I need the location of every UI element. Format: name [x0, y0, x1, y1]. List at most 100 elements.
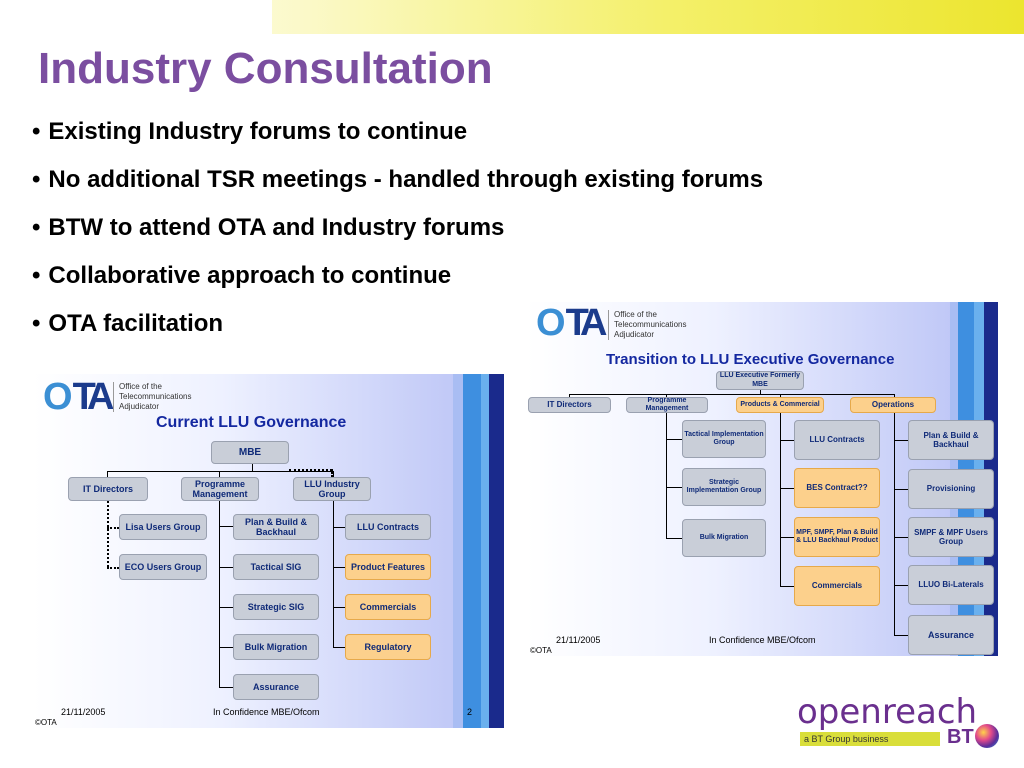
connector: [333, 527, 345, 528]
org-box-tactical-implementation: Tactical Implementation Group: [682, 420, 766, 458]
openreach-wordmark: openreach: [797, 692, 978, 732]
connector: [219, 567, 233, 568]
org-box-lisa-users-group: Lisa Users Group: [119, 514, 207, 540]
org-box-tactical-sig: Tactical SIG: [233, 554, 319, 580]
connector: [333, 471, 334, 477]
connector: [107, 471, 333, 472]
org-box-bes-contract: BES Contract??: [794, 468, 880, 508]
org-box-it-directors: IT Directors: [68, 477, 148, 501]
ota-caption-line: Telecommunications: [119, 392, 192, 401]
ota-caption-line: Adjudicator: [614, 330, 655, 339]
connector: [666, 439, 682, 440]
dotted-connector: [331, 469, 334, 477]
footer-confidentiality: In Confidence MBE/Ofcom: [709, 635, 816, 645]
org-box-smpf-mpf-users: SMPF & MPF Users Group: [908, 517, 994, 557]
org-box-provisioning: Provisioning: [908, 469, 994, 509]
connector: [780, 586, 794, 587]
slide-stripe: [489, 374, 504, 728]
ota-caption-line: Office of the: [119, 382, 162, 391]
slide-stripe: [453, 374, 463, 728]
org-box-plan-build-backhaul: Plan & Build & Backhaul: [233, 514, 319, 540]
org-box-lluo-bilaterals: LLUO Bi-Laterals: [908, 565, 994, 605]
bullet-item: •OTA facilitation: [32, 310, 224, 337]
bullet-item: •BTW to attend OTA and Industry forums: [32, 214, 505, 241]
org-box-strategic-implementation: Strategic Implementation Group: [682, 468, 766, 506]
connector: [780, 413, 781, 587]
ota-caption-line: Telecommunications: [614, 320, 687, 329]
org-box-assurance: Assurance: [233, 674, 319, 700]
connector: [760, 390, 761, 394]
connector: [894, 585, 908, 586]
bullet-item: •Collaborative approach to continue: [32, 262, 452, 289]
connector: [333, 567, 345, 568]
connector: [219, 471, 220, 477]
footer-confidentiality: In Confidence MBE/Ofcom: [213, 707, 320, 717]
bullet-text: OTA facilitation: [48, 310, 224, 337]
connector: [333, 501, 334, 647]
dotted-connector: [289, 469, 332, 472]
connector: [780, 537, 794, 538]
connector: [333, 647, 345, 648]
org-box-product-features: Product Features: [345, 554, 431, 580]
footer-date: 21/11/2005: [61, 707, 106, 717]
ota-logo-o: O: [536, 302, 566, 344]
slide-stripe: [463, 374, 481, 728]
ota-logo-ta: TA: [72, 376, 115, 418]
connector: [894, 440, 908, 441]
ota-logo: OTA: [536, 302, 608, 345]
org-box-llu-industry-group: LLU Industry Group: [293, 477, 371, 501]
connector: [219, 687, 233, 688]
dotted-connector: [107, 567, 119, 570]
slide-title: Current LLU Governance: [156, 414, 347, 431]
connector: [894, 635, 908, 636]
bt-globe-icon: [975, 724, 999, 748]
connector: [219, 526, 233, 527]
ota-logo-caption: Office of the Telecommunications Adjudic…: [608, 310, 686, 340]
transition-governance-slide: OTA Office of the Telecommunications Adj…: [526, 302, 998, 656]
connector: [219, 501, 220, 687]
openreach-logo: openreach a BT Group business BT: [797, 692, 1007, 754]
slide-stripe: [481, 374, 489, 728]
org-box-llu-contracts: LLU Contracts: [345, 514, 431, 540]
bullet-text: BTW to attend OTA and Industry forums: [48, 214, 505, 241]
connector: [666, 538, 682, 539]
org-box-llu-contracts: LLU Contracts: [794, 420, 880, 460]
connector: [894, 489, 908, 490]
org-box-eco-users-group: ECO Users Group: [119, 554, 207, 580]
org-box-mpf-smpf-product: MPF, SMPF, Plan & Build & LLU Backhaul P…: [794, 517, 880, 557]
page-title: Industry Consultation: [38, 44, 493, 93]
bullet-item: •No additional TSR meetings - handled th…: [32, 166, 764, 193]
org-box-commercials: Commercials: [345, 594, 431, 620]
footer-copyright: ©OTA: [35, 718, 57, 727]
connector: [666, 487, 682, 488]
bullet-text: Collaborative approach to continue: [48, 262, 452, 289]
org-box-plan-build-backhaul: Plan & Build & Backhaul: [908, 420, 994, 460]
footer-date: 21/11/2005: [556, 635, 601, 645]
footer-copyright: ©OTA: [530, 646, 552, 655]
ota-caption-line: Adjudicator: [119, 402, 160, 411]
footer-page-number: 2: [467, 707, 473, 717]
bullet-item: •Existing Industry forums to continue: [32, 118, 468, 145]
bt-wordmark: BT: [947, 726, 974, 748]
connector: [219, 647, 233, 648]
org-box-bulk-migration: Bulk Migration: [233, 634, 319, 660]
org-box-commercials: Commercials: [794, 566, 880, 606]
org-box-it-directors: IT Directors: [528, 397, 611, 413]
connector: [333, 607, 345, 608]
org-box-operations: Operations: [850, 397, 936, 413]
connector: [894, 413, 895, 635]
connector: [780, 440, 794, 441]
org-box-strategic-sig: Strategic SIG: [233, 594, 319, 620]
ota-logo-ta: TA: [565, 302, 608, 344]
org-box-programme-management: Programme Management: [181, 477, 259, 501]
current-governance-slide: OTA Office of the Telecommunications Adj…: [33, 374, 504, 728]
org-box-products-commercial: Products & Commercial: [736, 397, 824, 413]
connector: [894, 537, 908, 538]
bullet-text: No additional TSR meetings - handled thr…: [48, 166, 764, 193]
org-box-programme-management: Programme Management: [626, 397, 708, 413]
org-box-regulatory: Regulatory: [345, 634, 431, 660]
openreach-tagline: a BT Group business: [800, 732, 940, 746]
connector: [780, 488, 794, 489]
connector: [666, 413, 667, 539]
slide-title: Transition to LLU Executive Governance: [606, 351, 895, 368]
